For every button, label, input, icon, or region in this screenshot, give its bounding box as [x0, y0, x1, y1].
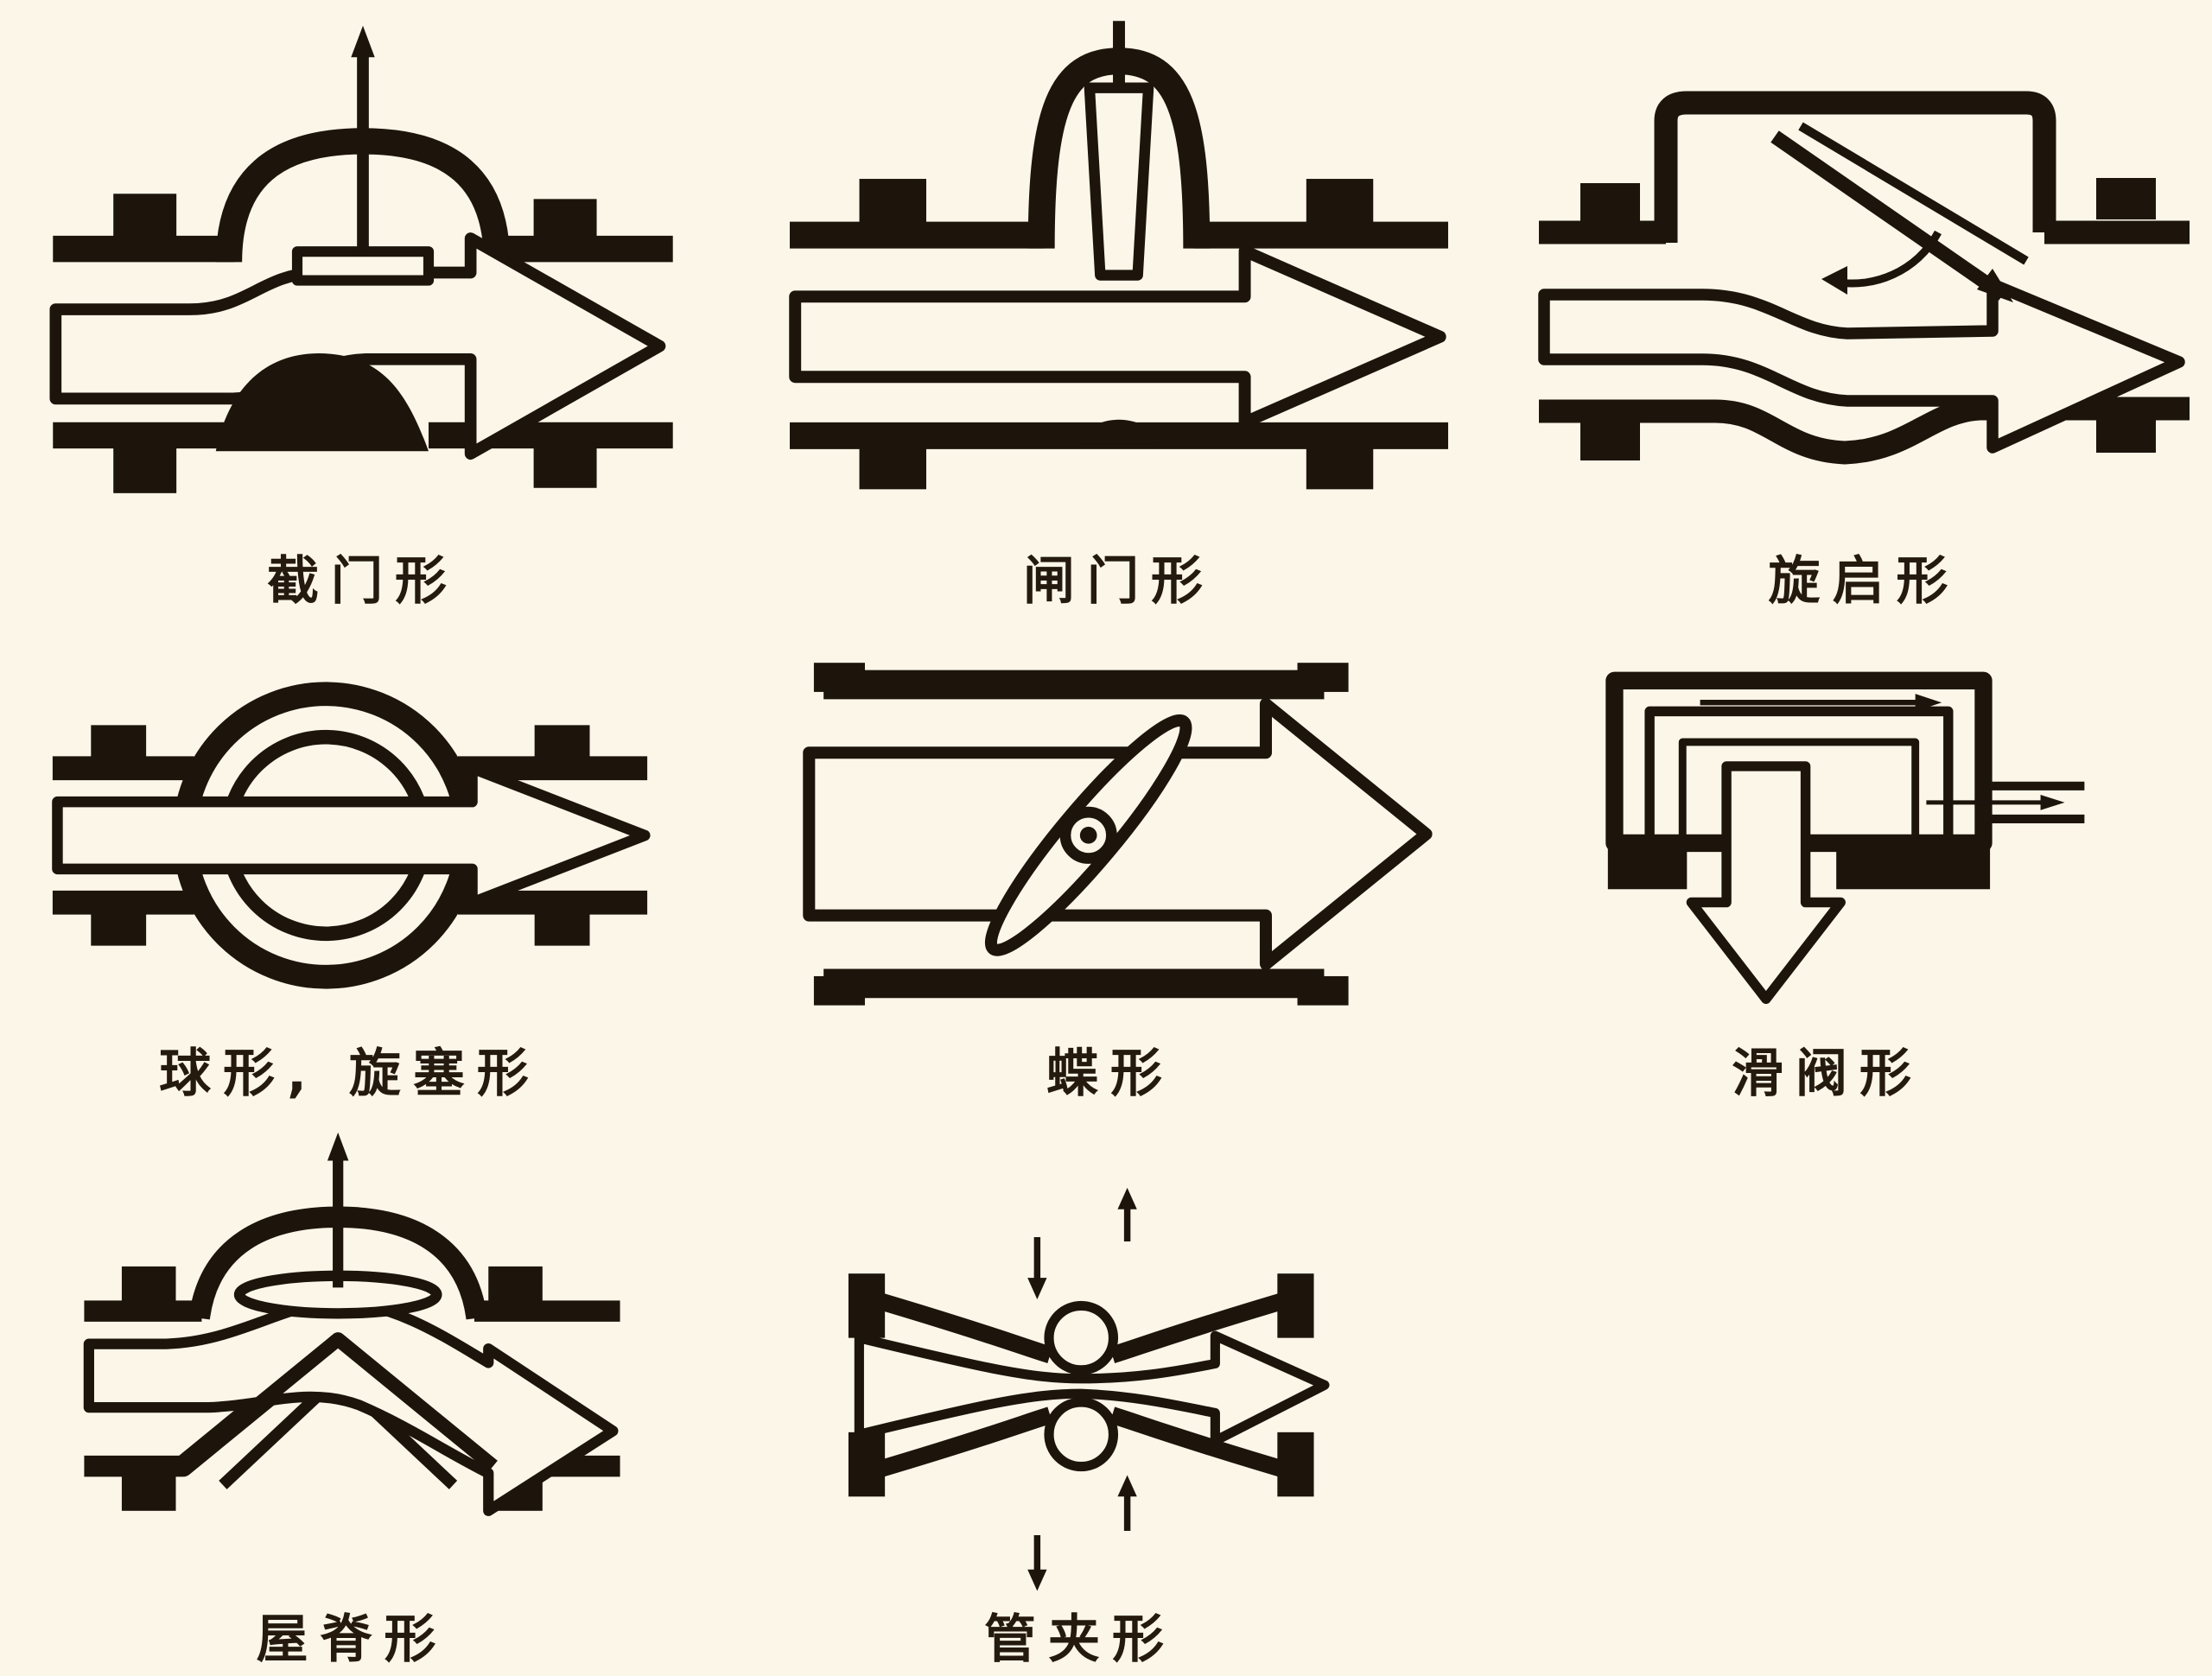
- butterfly-disc: [984, 714, 1192, 956]
- label-butterfly-valve: 蝶形: [1046, 1043, 1174, 1104]
- actuation-arrows: [1027, 1187, 1137, 1591]
- label-swing-check-valve: 旋启形: [1768, 550, 1961, 612]
- cell-weir-diaphragm-valve: 屋脊形: [39, 1123, 665, 1676]
- gate-valve-diagram: [789, 21, 1448, 490]
- flow-arrow: [854, 1330, 1330, 1446]
- globe-valve-diagram: [49, 25, 673, 493]
- valve-seat: [215, 352, 429, 452]
- diaphragm-and-stem: [233, 1132, 442, 1319]
- flow-arrow: [1538, 278, 2185, 454]
- pinch-valve-diagram: [848, 1187, 1330, 1591]
- cell-butterfly-valve: 蝶形: [743, 626, 1478, 1110]
- label-ball-plug-valve: 球形, 旋塞形: [159, 1043, 541, 1104]
- pinch-rollers: [1044, 1300, 1119, 1472]
- cell-swing-check-valve: 旋启形: [1521, 13, 2208, 618]
- slide-valve-diagram: [1605, 671, 2085, 1005]
- ball-plug-valve-diagram: [52, 682, 651, 989]
- flow-arrow: [52, 763, 651, 908]
- label-gate-valve: 闸门形: [1023, 550, 1215, 612]
- duct-body: [813, 663, 1349, 1006]
- cell-globe-valve: 截门形: [35, 13, 691, 618]
- swing-check-valve-diagram: [1538, 91, 2190, 465]
- valve-body: [84, 1206, 620, 1511]
- butterfly-valve-diagram: [803, 663, 1433, 1006]
- label-globe-valve: 截门形: [267, 550, 459, 612]
- slide-body: [1605, 671, 2085, 890]
- swing-disc: [1770, 122, 2029, 302]
- label-pinch-valve: 管夹形: [984, 1609, 1176, 1670]
- valve-disc-and-stem: [291, 25, 435, 286]
- pipe-body: [848, 1273, 1314, 1497]
- cell-gate-valve: 闸门形: [760, 13, 1478, 618]
- cell-slide-valve: 滑阀形: [1564, 644, 2091, 1110]
- weir-diaphragm-valve-diagram: [83, 1132, 620, 1516]
- flow-arrows: [1686, 694, 2065, 1005]
- valve-body: [52, 725, 648, 946]
- cell-pinch-valve: 管夹形: [760, 1175, 1400, 1676]
- label-weir-diaphragm-valve: 屋脊形: [256, 1609, 448, 1670]
- flow-arrow: [789, 244, 1446, 429]
- label-slide-valve: 滑阀形: [1732, 1043, 1923, 1104]
- weir-ridge: [178, 1332, 498, 1472]
- valve-body: [1539, 91, 2190, 465]
- cell-ball-plug-valve: 球形, 旋塞形: [13, 644, 687, 1110]
- gate-and-stem: [1078, 21, 1160, 444]
